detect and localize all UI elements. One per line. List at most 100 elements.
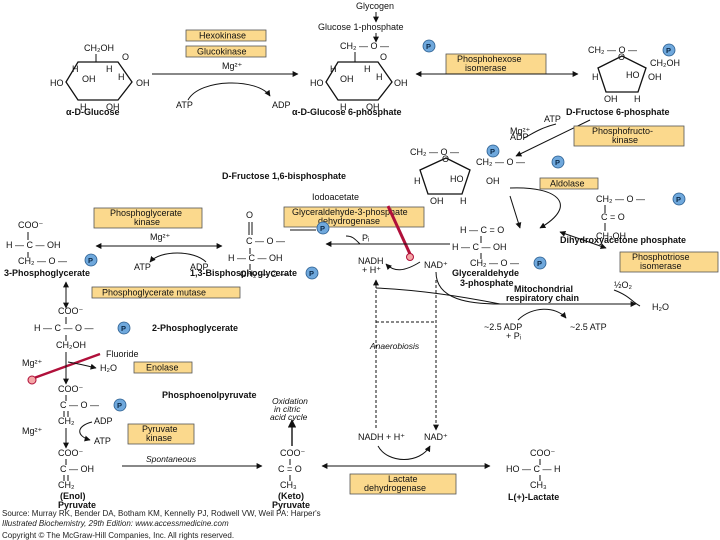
svg-text:CH₃: CH₃ bbox=[530, 480, 547, 490]
mito-label-1: Mitochondrial bbox=[514, 284, 573, 294]
svg-text:COO⁻: COO⁻ bbox=[18, 220, 44, 230]
mg-label-1: Mg²⁺ bbox=[222, 61, 242, 71]
svg-text:CH₂: CH₂ bbox=[58, 416, 75, 426]
svg-text:CH₂ — O —: CH₂ — O — bbox=[18, 256, 67, 266]
svg-text:OH: OH bbox=[648, 72, 662, 82]
svg-text:O: O bbox=[122, 52, 129, 62]
ldh-box bbox=[349, 473, 457, 495]
mito-h2o-label: H₂O bbox=[652, 302, 669, 312]
plus-h-label: + H⁺ bbox=[362, 265, 381, 275]
svg-text:H: H bbox=[460, 196, 467, 206]
mg-label-4: Mg²⁺ bbox=[22, 358, 42, 368]
svg-text:O: O bbox=[246, 210, 253, 220]
pg2-label: 2-Phosphoglycerate bbox=[152, 323, 238, 333]
adp-atp-curve-mito bbox=[517, 308, 567, 321]
tpi-box bbox=[619, 251, 719, 273]
keto-label-2: Pyruvate bbox=[272, 500, 310, 510]
svg-text:H — C — OH: H — C — OH bbox=[6, 240, 61, 250]
svg-text:OH: OH bbox=[394, 78, 408, 88]
pk-box bbox=[127, 423, 195, 445]
aldolase-box bbox=[539, 177, 599, 190]
svg-text:OH: OH bbox=[106, 102, 120, 112]
atp-label-4: ATP bbox=[94, 436, 111, 446]
svg-text:CH₂OH: CH₂OH bbox=[596, 231, 626, 241]
adp-atp-curve-4 bbox=[79, 421, 93, 442]
phi-label-1: Phosphohexose bbox=[457, 54, 522, 64]
mito-join-line bbox=[375, 287, 501, 305]
svg-text:HO: HO bbox=[50, 78, 64, 88]
keto-label-1: (Keto) bbox=[278, 491, 304, 501]
pgk-box bbox=[93, 207, 203, 229]
svg-text:P: P bbox=[320, 224, 325, 233]
svg-text:P: P bbox=[555, 158, 560, 167]
pi-curve bbox=[345, 235, 361, 245]
bpg13-structure: O C — O — P H — C — OH CH₂ — O — P bbox=[228, 210, 330, 280]
svg-text:CH₃: CH₃ bbox=[280, 480, 297, 490]
svg-text:H: H bbox=[592, 72, 599, 82]
svg-text:OH: OH bbox=[340, 74, 354, 84]
svg-text:H: H bbox=[72, 64, 79, 74]
glucokinase-label: Glucokinase bbox=[197, 47, 247, 57]
mg-label-5: Mg²⁺ bbox=[22, 426, 42, 436]
pg3-label: 3-Phosphoglycerate bbox=[4, 268, 90, 278]
svg-text:O: O bbox=[380, 52, 387, 62]
svg-text:H: H bbox=[634, 94, 641, 104]
adp-label-2: ADP bbox=[510, 132, 529, 142]
svg-text:P: P bbox=[537, 259, 542, 268]
svg-text:CH₂ — O —: CH₂ — O — bbox=[470, 258, 519, 268]
plus-pi-label: + Pᵢ bbox=[506, 331, 521, 341]
svg-text:P: P bbox=[666, 46, 671, 55]
svg-text:O: O bbox=[618, 52, 625, 62]
tpi-label-2: isomerase bbox=[640, 261, 682, 271]
oxidation-label-1: Oxidation bbox=[272, 396, 308, 406]
anaerobiosis-label: Anaerobiosis bbox=[369, 341, 420, 351]
mg-label-3: Mg²⁺ bbox=[150, 232, 170, 242]
fructose6p-label: D-Fructose 6-phosphate bbox=[566, 107, 670, 117]
nadh-bottom-label: NADH + H⁺ bbox=[358, 432, 405, 442]
svg-text:H — C — OH: H — C — OH bbox=[452, 242, 507, 252]
svg-text:CH₂OH: CH₂OH bbox=[56, 340, 86, 350]
g3p-structure: H — C = O H — C — OH CH₂ — O — P bbox=[452, 225, 547, 270]
g3p-label-2: 3-phosphate bbox=[460, 278, 514, 288]
aldolase-label: Aldolase bbox=[550, 179, 585, 189]
svg-text:H: H bbox=[118, 72, 125, 82]
hexokinase-box bbox=[185, 29, 267, 42]
iodoacetate-label: Iodoacetate bbox=[312, 192, 359, 202]
svg-text:P: P bbox=[676, 195, 681, 204]
fluoride-block-dot bbox=[27, 375, 37, 385]
enolase-label: Enolase bbox=[146, 363, 179, 373]
svg-text:HO: HO bbox=[310, 78, 324, 88]
svg-text:C — O —: C — O — bbox=[246, 236, 285, 246]
nad-bottom-label: NAD⁺ bbox=[424, 432, 448, 442]
lactate-label: L(+)-Lactate bbox=[508, 492, 559, 502]
iodoacetate-block-dot bbox=[406, 253, 414, 261]
svg-text:C = O: C = O bbox=[601, 212, 625, 222]
pep-structure: COO⁻ C — O — P CH₂ bbox=[58, 384, 127, 426]
svg-text:CH₂ — O —: CH₂ — O — bbox=[340, 41, 389, 51]
svg-text:H: H bbox=[364, 64, 371, 74]
svg-text:COO⁻: COO⁻ bbox=[58, 384, 84, 394]
svg-text:CH₂OH: CH₂OH bbox=[84, 43, 114, 53]
svg-text:OH: OH bbox=[82, 74, 96, 84]
ldh-label-1: Lactate bbox=[388, 474, 418, 484]
pk-label-1: Pyruvate bbox=[142, 424, 178, 434]
dhap-label: Dihydroxyacetone phosphate bbox=[560, 235, 686, 245]
adp-label-3: ADP bbox=[190, 262, 209, 272]
svg-text:OH: OH bbox=[486, 176, 500, 186]
svg-text:P: P bbox=[121, 324, 126, 333]
enolase-box bbox=[133, 361, 193, 374]
adp-atp-curve-3 bbox=[149, 252, 207, 263]
pgk-label-2: kinase bbox=[134, 217, 160, 227]
pfk-label-1: Phosphofructo- bbox=[592, 126, 653, 136]
svg-text:H: H bbox=[340, 102, 347, 112]
iodoacetate-inhibition bbox=[386, 205, 412, 255]
pg2-structure: COO⁻ H — C — O — P CH₂OH bbox=[34, 306, 131, 350]
svg-text:H: H bbox=[80, 102, 87, 112]
enol-pyruvate-structure: COO⁻ C — OH CH₂ bbox=[58, 448, 94, 490]
tpi-label-1: Phosphotriose bbox=[632, 252, 690, 262]
atp-adp-curve-2 bbox=[523, 123, 557, 139]
